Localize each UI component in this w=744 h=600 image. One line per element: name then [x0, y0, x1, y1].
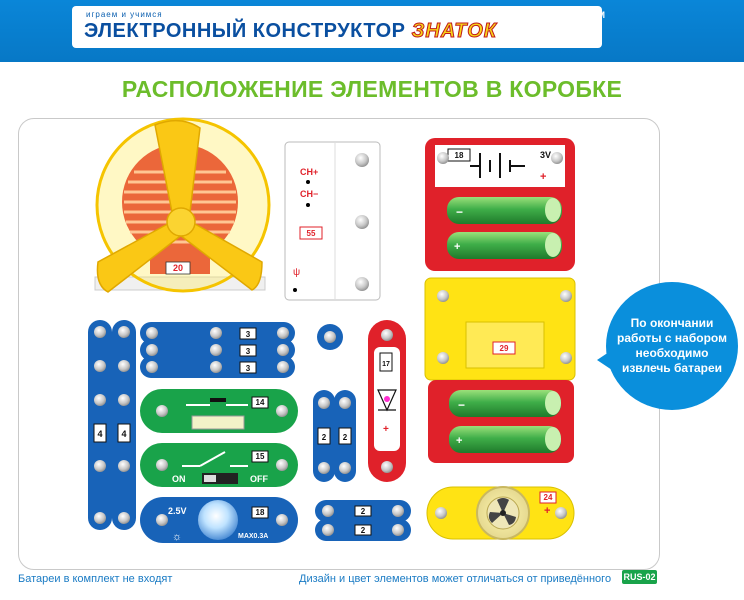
- wire-2-vertical: 2 2: [313, 390, 356, 482]
- led-plus: +: [383, 424, 389, 435]
- button-label: 14: [256, 398, 265, 407]
- led-17: 17 +: [368, 320, 406, 482]
- wire2v-label-2: 2: [343, 433, 348, 442]
- battery-holder-lower: − +: [428, 380, 574, 463]
- battery-label: 18: [455, 151, 464, 160]
- battery-holder: 18 3V + − +: [425, 138, 575, 271]
- trademark: TM: [592, 10, 605, 20]
- motor-label: 20: [173, 263, 183, 273]
- wire-2-horizontal: 2 2: [315, 500, 411, 541]
- fan-motor-24: 24 +: [426, 486, 575, 540]
- push-button-14: 14: [140, 389, 298, 433]
- board-label: 55: [307, 229, 316, 238]
- single-snap: [317, 324, 343, 350]
- battery-removal-callout: По окончании работы с набором необходимо…: [606, 282, 738, 410]
- switch-off-label: OFF: [250, 474, 268, 484]
- switch-label: 15: [256, 452, 265, 461]
- wire4-label-1: 4: [97, 429, 102, 439]
- footer-code-badge: RUS-02: [622, 570, 657, 584]
- wire-3-horizontal: 3 3 3: [140, 322, 295, 378]
- header-title: ЭЛЕКТРОННЫЙ КОНСТРУКТОР: [84, 20, 406, 42]
- led-label: 17: [382, 361, 390, 368]
- page-title: РАСПОЛОЖЕНИЕ ЭЛЕМЕНТОВ В КОРОБКЕ: [121, 76, 623, 102]
- motor-with-fan: 20: [94, 117, 271, 293]
- antenna-icon: ψ: [293, 267, 300, 278]
- battery-plus: +: [540, 171, 546, 183]
- battery-plus-2: +: [454, 241, 460, 253]
- lamp-18: 2.5V MAX0.3A ☼ 18: [140, 497, 298, 543]
- fan-motor-label: 24: [544, 493, 553, 502]
- header-bar: играем и учимся ЭЛЕКТРОННЫЙ КОНСТРУКТОР …: [0, 0, 744, 62]
- lamp-current: MAX0.3A: [238, 533, 268, 540]
- wire3-label-3: 3: [246, 364, 251, 373]
- wire4-label-2: 4: [121, 429, 126, 439]
- lamp-voltage: 2.5V: [168, 506, 187, 516]
- header-brand: ЭЛЕКТРОННЫЙ КОНСТРУКТОР ЗНАТОК: [84, 20, 497, 43]
- board-ch-plus: CH+: [300, 167, 318, 177]
- switch-on-label: ON: [172, 474, 186, 484]
- footer-batteries-note: Батареи в комплект не входят: [18, 573, 173, 585]
- battery-minus-1: −: [456, 205, 463, 219]
- wire3-label-1: 3: [246, 330, 251, 339]
- header-logo-strip: играем и учимся ЭЛЕКТРОННЫЙ КОНСТРУКТОР …: [72, 6, 602, 48]
- white-board-55: CH+ CH− 55 ψ: [284, 141, 381, 301]
- battery-minus-3: −: [458, 398, 465, 412]
- holder-label: 29: [500, 344, 509, 353]
- board-ch-minus: CH−: [300, 189, 318, 199]
- fan-motor-plus: +: [544, 505, 550, 517]
- light-bulb-icon: ☼: [172, 531, 182, 543]
- yellow-holder-29: 29: [424, 277, 576, 381]
- wire2v-label-1: 2: [322, 433, 327, 442]
- battery-voltage: 3V: [540, 150, 551, 160]
- wire-4-vertical: 4 4: [88, 320, 136, 530]
- wire2h-label-2: 2: [361, 526, 366, 535]
- callout-text: По окончании работы с набором необходимо…: [617, 316, 727, 375]
- lamp-label: 18: [256, 508, 265, 517]
- switch-15: 15 ON OFF: [140, 443, 298, 487]
- header-tagline: играем и учимся: [86, 10, 163, 19]
- battery-plus-4: +: [456, 435, 462, 447]
- header-logo: ЗНАТОК: [411, 20, 498, 43]
- wire3-label-2: 3: [246, 347, 251, 356]
- wire2h-label-1: 2: [361, 507, 366, 516]
- footer-design-note: Дизайн и цвет элементов может отличаться…: [299, 573, 612, 585]
